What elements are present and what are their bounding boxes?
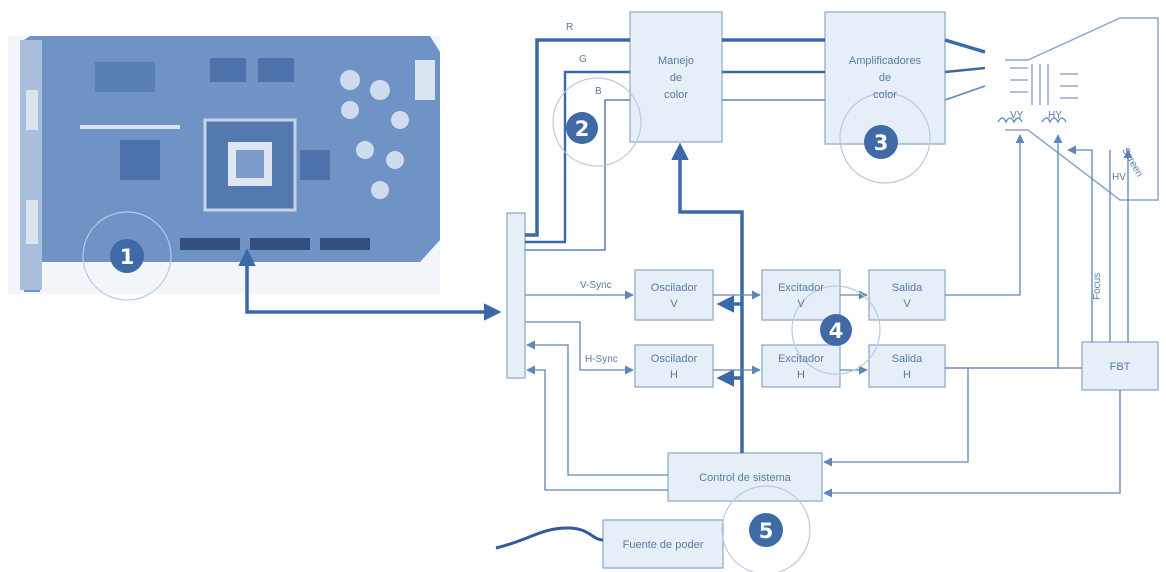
manejo-label-3: color bbox=[664, 89, 688, 101]
sal-h-label-1: Salida bbox=[892, 353, 923, 365]
exc-v-label-1: Excitador bbox=[778, 282, 824, 294]
salida-h-block bbox=[868, 344, 946, 388]
hsync-label: H-Sync bbox=[585, 354, 618, 365]
sal-h-label-2: H bbox=[903, 369, 911, 381]
amplificadores-label-2: de bbox=[879, 72, 891, 84]
zoom-circle-2 bbox=[552, 77, 642, 167]
vsync-label: V-Sync bbox=[580, 280, 612, 291]
hy-coil-icon bbox=[1041, 117, 1067, 124]
marker-4-label: 4 bbox=[829, 319, 844, 343]
osc-h-label-2: H bbox=[670, 369, 678, 381]
marker-1-label: 1 bbox=[120, 245, 135, 269]
amplificadores-block bbox=[824, 11, 946, 145]
card-link-arrow bbox=[238, 248, 502, 321]
control-sistema-label: Control de sistema bbox=[699, 472, 792, 484]
vy-coil-icon bbox=[997, 117, 1023, 124]
marker-3-label: 3 bbox=[874, 131, 889, 155]
g-label: G bbox=[579, 54, 587, 65]
marker-5: 5 bbox=[749, 513, 783, 547]
marker-2: 2 bbox=[566, 112, 598, 144]
zoom-circle-3 bbox=[839, 92, 931, 184]
b-label: B bbox=[595, 86, 602, 97]
r-label: R bbox=[566, 22, 573, 33]
control-bus bbox=[671, 142, 744, 453]
signal-lines bbox=[495, 134, 1133, 550]
osc-h-label-1: Oscilador bbox=[651, 353, 698, 365]
control-sistema-block bbox=[667, 452, 823, 502]
marker-4: 4 bbox=[820, 314, 852, 346]
osc-v-label-2: V bbox=[670, 298, 678, 310]
manejo-label-1: Manejo bbox=[658, 55, 694, 67]
oscilador-v-block bbox=[634, 269, 714, 321]
sal-v-label-2: V bbox=[903, 298, 911, 310]
sal-v-label-1: Salida bbox=[892, 282, 923, 294]
fbt-block bbox=[1081, 341, 1159, 391]
marker-2-label: 2 bbox=[575, 117, 590, 141]
power-cable bbox=[495, 526, 604, 550]
salida-v-block bbox=[868, 269, 946, 321]
marker-1: 1 bbox=[110, 239, 144, 273]
zoom-circle-4 bbox=[791, 285, 881, 375]
graphics-card-image bbox=[8, 36, 440, 301]
hy-label: HY bbox=[1048, 110, 1062, 121]
exc-h-label-1: Excitador bbox=[778, 353, 824, 365]
osc-v-label-1: Oscilador bbox=[651, 282, 698, 294]
vy-label: VY bbox=[1010, 110, 1024, 121]
amplificadores-label-1: Amplificadores bbox=[849, 55, 922, 67]
exc-h-label-2: H bbox=[797, 369, 805, 381]
oscilador-h-block bbox=[634, 344, 714, 388]
fuente-poder-label: Fuente de poder bbox=[623, 539, 704, 551]
manejo-color-block bbox=[629, 11, 723, 143]
video-connector bbox=[506, 212, 526, 379]
hv-label: HV bbox=[1112, 172, 1126, 183]
manejo-label-2: de bbox=[670, 72, 682, 84]
rgb-bus bbox=[525, 38, 986, 251]
excitador-v-block bbox=[761, 269, 841, 321]
focus-label: Focus bbox=[1092, 273, 1103, 300]
excitador-h-block bbox=[761, 344, 841, 388]
marker-5-label: 5 bbox=[759, 519, 774, 543]
amplificadores-label-3: color bbox=[873, 89, 897, 101]
zoom-circle-5 bbox=[721, 485, 811, 572]
fbt-label: FBT bbox=[1110, 361, 1131, 373]
marker-3: 3 bbox=[864, 125, 898, 159]
fuente-poder-block bbox=[602, 519, 724, 569]
exc-v-label-2: V bbox=[797, 298, 805, 310]
crt-tube bbox=[1005, 17, 1159, 201]
